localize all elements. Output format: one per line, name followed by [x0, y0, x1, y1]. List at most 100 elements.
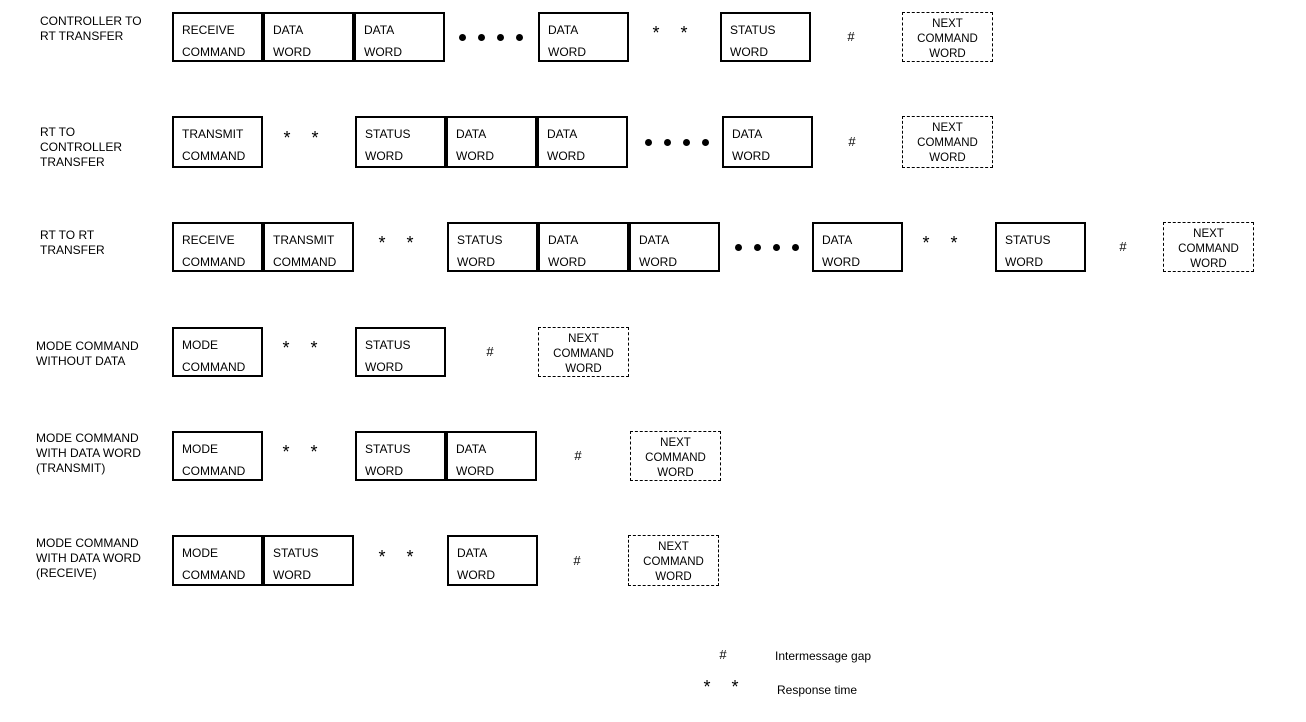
asterisk-icon: * [311, 128, 319, 148]
dashed-box-line: COMMAND [645, 452, 706, 464]
legend-response-time-label: Response time [777, 683, 858, 697]
word-box-line: WORD [365, 464, 403, 478]
asterisk-icon: * [282, 338, 290, 358]
row-label-line: (RECEIVE) [36, 566, 97, 580]
ellipsis-dot-icon [683, 138, 690, 146]
asterisk-icon: * [283, 128, 291, 148]
word-box-line: WORD [547, 149, 585, 163]
response-time-asterisks: ** [376, 546, 416, 567]
response-time-asterisks: * * [701, 678, 741, 696]
row-label-line: WITHOUT DATA [36, 354, 126, 368]
word-box-line: WORD [273, 45, 311, 59]
word-box-line: WORD [548, 45, 586, 59]
word-box-line: COMMAND [182, 464, 246, 478]
response-time-asterisks: ** [281, 128, 321, 148]
dashed-box-line: COMMAND [917, 33, 978, 45]
row-label-line: RT TRANSFER [40, 29, 124, 43]
ellipsis-dot-icon [754, 243, 761, 251]
dashed-box-line: COMMAND [1178, 243, 1239, 255]
intermessage-gap-hash: # [1119, 239, 1127, 254]
asterisk-icon: * [406, 546, 414, 567]
data-word-box: DATA WORD [629, 222, 720, 272]
ellipsis-dot-icon [645, 138, 652, 146]
asterisk-icon: * [950, 233, 958, 253]
asterisk-icon: * [282, 442, 290, 462]
continuation-dots [735, 243, 799, 251]
word-box-line: DATA [364, 23, 395, 37]
word-box-line: WORD [639, 255, 677, 269]
word-box-line: DATA [548, 23, 579, 37]
word-box-line: RECEIVE [182, 233, 235, 247]
word-box-line: TRANSMIT [273, 233, 335, 247]
row-label-line: CONTROLLER [40, 140, 123, 154]
word-box-line: WORD [1005, 255, 1043, 269]
data-word-box: DATA WORD [538, 12, 629, 62]
word-box-group: DATA WORD [538, 12, 629, 62]
row-label-line: MODE COMMAND [36, 431, 139, 445]
word-box-line: DATA [732, 127, 763, 141]
ellipsis-dot-icon [773, 243, 780, 251]
next-command-word-box: NEXT COMMAND WORD [538, 327, 629, 377]
word-box-line: DATA [548, 233, 579, 247]
ellipsis-dot-icon [516, 33, 523, 41]
row-label-line: WITH DATA WORD [36, 551, 141, 565]
word-box-line: COMMAND [182, 568, 246, 582]
dashed-box-line: NEXT [660, 437, 691, 449]
word-box-line: WORD [457, 255, 495, 269]
ellipsis-dot-icon [735, 243, 742, 251]
mode-command-box: MODE COMMAND [172, 431, 263, 481]
word-box-line: WORD [822, 255, 860, 269]
dashed-box-line: COMMAND [917, 137, 978, 149]
row-label-line: RT TO [40, 125, 76, 139]
word-box-line: DATA [822, 233, 853, 247]
word-box-line: WORD [548, 255, 586, 269]
word-box-line: COMMAND [182, 360, 246, 374]
dashed-box-line: NEXT [568, 333, 599, 345]
word-box-line: TRANSMIT [182, 127, 244, 141]
dashed-box-line: WORD [565, 363, 602, 375]
word-box-line: MODE [182, 442, 218, 456]
row-label-line: TRANSFER [40, 243, 105, 257]
word-box-line: STATUS [365, 338, 411, 352]
word-box-line: DATA [547, 127, 578, 141]
asterisk-icon: * [378, 546, 386, 567]
asterisk-icon: * [680, 23, 688, 43]
dashed-box-line: WORD [929, 152, 966, 164]
intermessage-gap-hash: # [574, 448, 582, 463]
word-box-line: COMMAND [182, 45, 246, 59]
word-box-line: WORD [365, 149, 403, 163]
word-box-line: STATUS [457, 233, 503, 247]
row-label-line: MODE COMMAND [36, 339, 139, 353]
asterisk-icon: * [310, 442, 318, 462]
word-box-group: STATUS WORD DATA WORD DATA WORD [447, 222, 720, 272]
ellipsis-dot-icon [664, 138, 671, 146]
word-box-line: DATA [456, 442, 487, 456]
dashed-box-line: WORD [929, 48, 966, 60]
word-box-line: DATA [639, 233, 670, 247]
word-box-group: DATA WORD [812, 222, 903, 272]
dashed-box-line: COMMAND [553, 348, 614, 360]
continuation-dots [459, 33, 523, 41]
dashed-box-line: NEXT [932, 122, 963, 134]
word-box-line: WORD [456, 149, 494, 163]
